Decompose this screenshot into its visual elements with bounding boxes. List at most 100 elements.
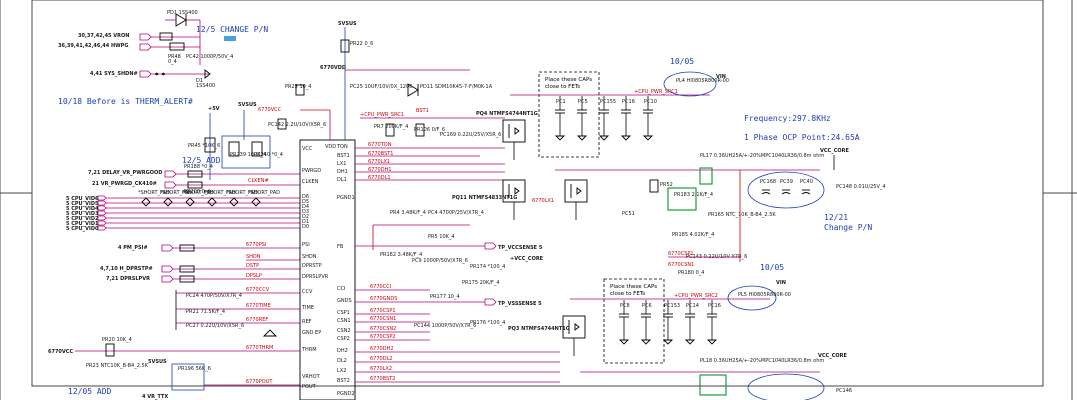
cap-ref: PC5 xyxy=(578,99,588,105)
sig-lx2: 6770LX2 xyxy=(370,366,392,372)
sig-csn1: 6770CSN1 xyxy=(370,316,396,322)
ic-pin-right: FB xyxy=(337,244,344,250)
ic-pin-left: D2 xyxy=(302,214,309,220)
sig-time: 6770TIME xyxy=(246,303,271,309)
pr196-label: PR196 56K_6 xyxy=(178,366,211,372)
output-stage-bottom: PL18 0.36UH25A/+-20%MPC1040LR36/0.8m ohm… xyxy=(580,353,852,400)
caps-box-mid xyxy=(603,278,665,364)
pq4-label: PQ4 NTMFS4744NT1G xyxy=(476,111,538,117)
ic-pin-left: VCC xyxy=(302,146,313,152)
core-caps-top-circle xyxy=(747,171,825,209)
svg-text:PR200 0_4: PR200 0_4 xyxy=(184,189,210,195)
ic-pin-left: THRM xyxy=(301,347,317,353)
pl5-label: PL5 HI0805R800R-00 xyxy=(738,292,791,298)
ground-symbol xyxy=(662,339,674,345)
cap-ref: PC1 xyxy=(556,99,566,105)
ic-pin-left: D1 xyxy=(302,219,309,225)
ic-pin-right: DH2 xyxy=(337,348,348,354)
ic-pin-right: PGND1 xyxy=(337,195,355,201)
cap-ref: PC16 xyxy=(622,99,635,105)
sig-dh2: 6770DH2 xyxy=(370,346,394,352)
core-cap-ref: PC40 xyxy=(800,179,813,185)
sig-ton: 6770TON xyxy=(368,142,392,148)
pc24-label: PC24 470P/50V/X7R_4 xyxy=(186,293,242,299)
green-box-bottom xyxy=(699,374,727,396)
pc42-label: PC42 1000P/50V_4 xyxy=(186,54,233,60)
cap-ref: PC153 xyxy=(664,303,680,309)
cap-plate-curved xyxy=(781,192,791,195)
mosfet-diode xyxy=(514,187,520,195)
sig-bst2: 6770BST2 xyxy=(370,376,395,382)
short-pad xyxy=(141,197,151,207)
pl17-green-box xyxy=(699,167,713,185)
pr239-label: PR239 100K_4 xyxy=(230,152,266,158)
net-pwr-src2: +CPU_PWR_SRC2 xyxy=(674,293,718,299)
ic-pin-left: PSI xyxy=(302,242,310,248)
caps-top-line1: Place these CAPs xyxy=(545,77,592,83)
ground-symbol xyxy=(640,339,652,345)
ic-pin-left: CCV xyxy=(302,289,313,295)
ic-pin-right: LX1 xyxy=(337,161,346,167)
pl4-label: PL4 HI0805R800R-00 xyxy=(676,78,729,84)
phase1-signals: 6770TON 6770BST1 6770LX1 6770DH1 6770DL1… xyxy=(355,108,505,181)
vid4: 5 CPU_VID4 xyxy=(66,206,99,212)
net-plus5v: +5V xyxy=(208,106,220,112)
cap-ref: PC10 xyxy=(644,99,657,105)
short-pad-label: *SHORT_PAD xyxy=(204,190,236,196)
ground-symbol xyxy=(642,135,654,141)
ic-pin-left: DPRSTP xyxy=(302,263,322,269)
net-5vsus-top: 5VSUS xyxy=(338,21,357,27)
vron-hwpg-section: 30,37,42,45 VRON 36,39,41,42,46,44 HWPG … xyxy=(58,10,268,89)
ic-pin-left: PWRGD xyxy=(302,168,321,174)
input-caps-top: Place these CAPs close to FETs +CPU_PWR_… xyxy=(510,57,860,158)
pr183-label: PR183 2.1K/F_4 xyxy=(674,192,713,198)
mosfet-diode xyxy=(576,187,582,195)
ic-pin-left: D4 xyxy=(302,204,309,210)
ground-symbol xyxy=(576,135,588,141)
pr180-label: PR180 0_4 xyxy=(678,270,704,276)
therm-section: 6770VCC 6770THRM PR20 10K_4 PR23 NTC10K_… xyxy=(48,337,300,400)
svg-text:PR188 *0_4: PR188 *0_4 xyxy=(184,164,213,170)
sig-lx1b: 6770LX1 xyxy=(532,198,554,204)
sig-csp1b: 6770CSP1 xyxy=(668,251,694,257)
mosfet-diode xyxy=(514,127,520,135)
ground-symbol xyxy=(618,339,630,345)
net-sys-shdn: 4,41 SYS_SHDN# xyxy=(90,71,138,77)
ic-pin-right: CSP1 xyxy=(337,310,350,316)
ic-pin-right: BST2 xyxy=(337,378,350,384)
ic-pin-left: D3 xyxy=(302,209,309,215)
mosfets: PQ4 NTMFS4744NT1G PQ11 NTMFS4833NT1G PQ3… xyxy=(452,111,588,356)
net-dprslpvr: 7,21 DPRSLPVR xyxy=(106,276,150,282)
svg-text:PR52: PR52 xyxy=(660,182,673,188)
pr45-label: PR45 *10K_6 xyxy=(188,143,220,149)
vid3: 5 CPU_VID3 xyxy=(66,211,99,217)
sig-clken: CLKEN# xyxy=(248,178,269,184)
caps-mid-line1: Place these CAPs xyxy=(610,284,657,290)
sig-lx1: 6770LX1 xyxy=(368,159,390,165)
pc25-label: PC25 10UF/10V/0X_1206 xyxy=(350,84,412,90)
dashed-box-vrhot xyxy=(171,363,205,391)
svg-text:PC146: PC146 xyxy=(836,388,852,394)
net-pwr-src1b: +CPU_PWR_SRC1 xyxy=(360,112,404,118)
note-change-pn-top: 12/5 CHANGE P/N xyxy=(196,25,268,34)
net-tp-vccsense: TP_VCCSENSE 5 xyxy=(498,245,543,251)
short-pad-label: *SHORT_PAD xyxy=(138,190,170,196)
note-change-pn: Change P/N xyxy=(824,223,872,232)
pr4-label: PR4 3.48K/F_4 xyxy=(390,210,426,216)
pl17-label: PL17 0.36UH25A/+-20%MPC1040LR36/0.8m ohm xyxy=(700,153,824,159)
ground-symbol xyxy=(684,339,696,345)
short-pad-label: *SHORT_PAD xyxy=(248,190,280,196)
pr48-label: PR48 xyxy=(168,54,181,60)
short-pad xyxy=(163,197,173,207)
pr7-label: PR7 200K/F_4 xyxy=(374,124,408,130)
core-cap-ref: PC168 xyxy=(760,179,776,185)
note-add-125: 12/5 ADD xyxy=(182,156,221,165)
pc4-label: PC4 4700P/25V/X7R_4 xyxy=(428,210,484,216)
ic-pin-left: VRHOT xyxy=(302,374,321,380)
net-6770vcc-top: 6770VCC xyxy=(258,107,282,113)
pr177-label: PR177 10_4 xyxy=(430,294,460,300)
pr176-label: PR176 *100_4 xyxy=(470,320,505,326)
ground-symbol xyxy=(598,135,610,141)
ground-symbol xyxy=(620,135,632,141)
ic-pin-left: D0 xyxy=(302,224,309,230)
